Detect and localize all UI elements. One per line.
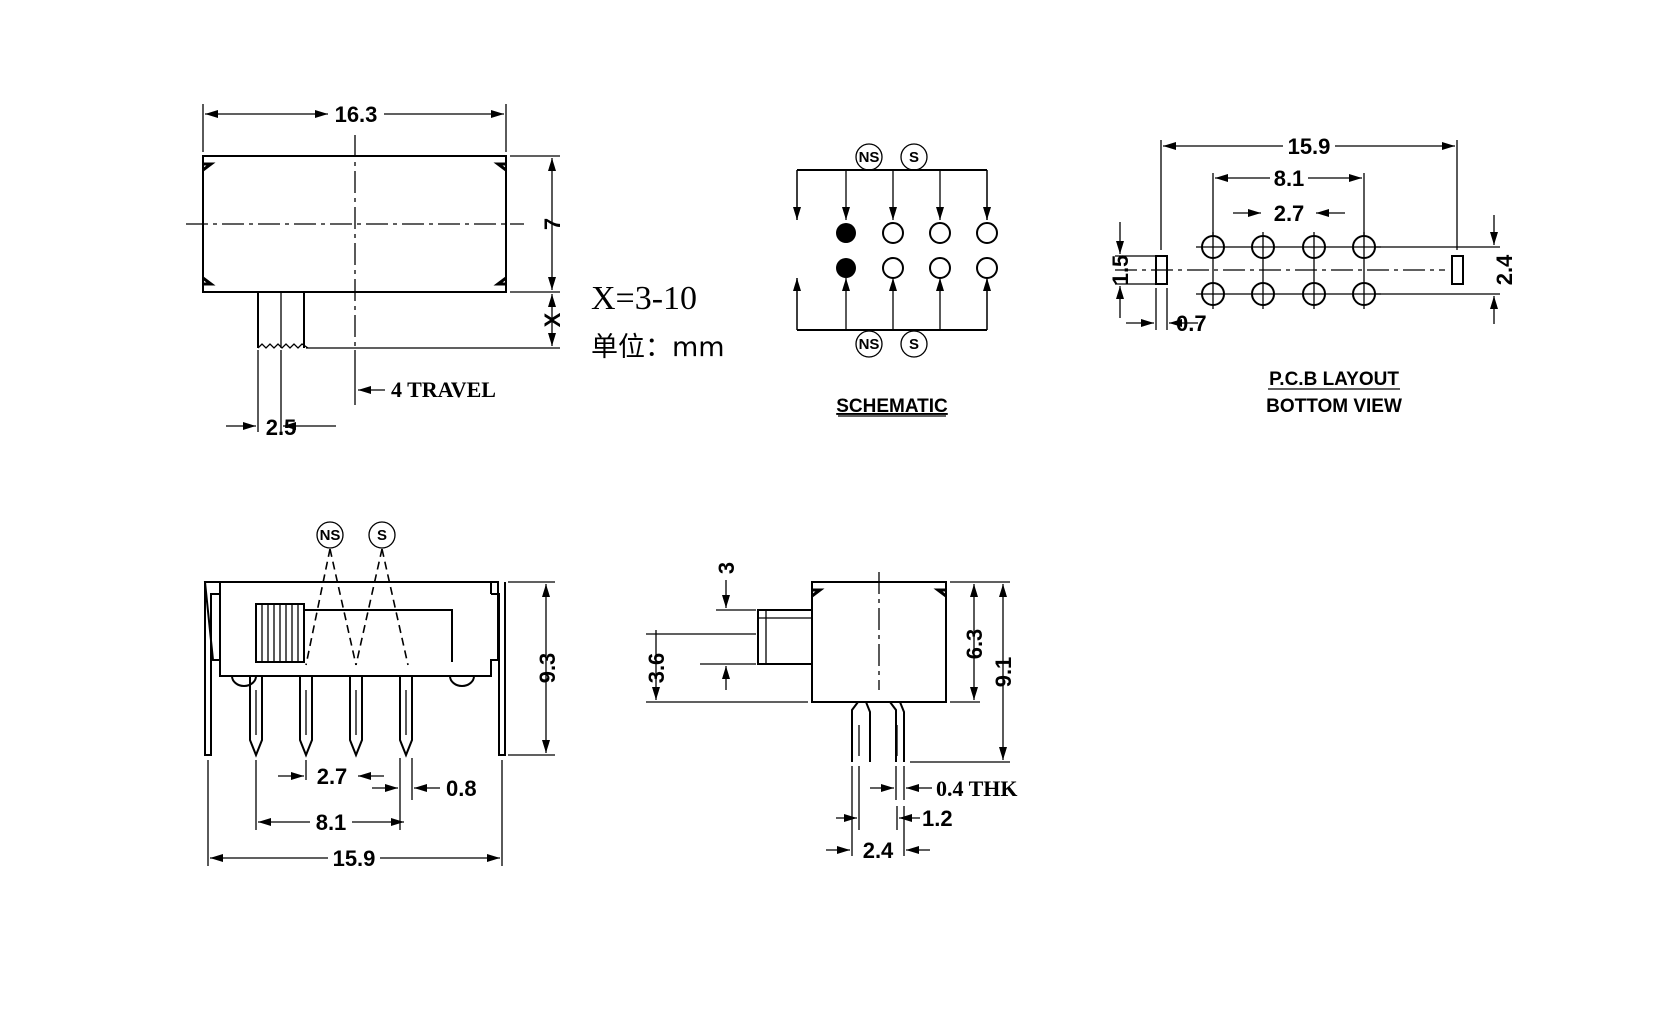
front-height-dimension: 9.3 (535, 653, 560, 684)
front-ns-text: NS (320, 527, 341, 544)
actuator-width-dimension: 2.5 (266, 415, 297, 440)
schematic-contact (976, 257, 998, 279)
side-thickness-dimension: 0.4 THK (936, 776, 1018, 801)
unit-text: 单位：mm (591, 332, 725, 363)
side-view-pin (889, 701, 905, 762)
pcb-bottom-view-subtitle: BOTTOM VIEW (1266, 396, 1402, 417)
front-overall-dimension: 15.9 (333, 846, 376, 871)
schematic-contact (929, 257, 951, 279)
side-view: 3 3.6 6.3 9.1 0.4 THK 1.2 2.4 (644, 562, 1018, 863)
ns-position-text: NS (859, 149, 880, 166)
top-height-dimension: 7 (540, 218, 565, 230)
front-pin (399, 676, 413, 758)
top-x-dimension: X (540, 312, 565, 327)
schematic-contact-active (836, 223, 856, 243)
schematic-contact (929, 222, 951, 244)
front-view-housing (203, 581, 499, 677)
travel-label: 4 TRAVEL (391, 377, 496, 402)
pcb-overall-dimension: 15.9 (1288, 134, 1331, 159)
pcb-mount-dimension: 1.5 (1108, 255, 1133, 286)
x-range-text: X=3-10 (591, 280, 697, 317)
front-s-marker (368, 521, 396, 549)
front-pin (349, 676, 363, 758)
pcb-mount-slot (1451, 255, 1464, 285)
front-s-text: S (377, 527, 387, 544)
schematic-contact (882, 222, 904, 244)
front-view: NS S (203, 521, 560, 871)
front-pin-width-dimension: 0.8 (446, 776, 477, 801)
side-actuator-top-dimension: 3 (714, 562, 739, 574)
ns-position-text-bottom: NS (859, 336, 880, 353)
pcb-layout: 15.9 8.1 2.7 2.4 1.5 0.7 P.C.B LAYOUT BO… (1108, 134, 1517, 417)
schematic-contact (882, 257, 904, 279)
pcb-mount-slot (1155, 255, 1168, 285)
pcb-mount-slot-dimension: 0.7 (1176, 311, 1207, 336)
front-span-dimension: 8.1 (316, 810, 347, 835)
pcb-layout-title: P.C.B LAYOUT (1269, 369, 1399, 390)
s-position-text: S (909, 149, 919, 166)
side-body-dimension: 6.3 (962, 629, 987, 660)
pcb-pitch-dimension: 2.7 (1274, 201, 1305, 226)
side-height-dimension: 9.1 (991, 657, 1016, 688)
front-ns-marker (316, 521, 344, 549)
side-view-pin (851, 701, 871, 762)
schematic-contact (976, 222, 998, 244)
top-view: 16.3 7 X 4 TRAVEL 2.5 (186, 102, 565, 440)
side-row-dimension: 2.4 (863, 838, 894, 863)
side-view-actuator (757, 609, 812, 665)
dimension-note: X=3-10 单位：mm (591, 280, 725, 363)
front-pitch-dimension: 2.7 (317, 764, 348, 789)
pcb-row-dimension: 2.4 (1492, 254, 1517, 285)
front-pin (299, 676, 313, 758)
front-pin (249, 676, 263, 758)
slider-knurl (261, 604, 299, 662)
top-width-dimension: 16.3 (335, 102, 378, 127)
top-view-actuator (257, 292, 305, 348)
s-position-text-bottom: S (909, 336, 919, 353)
schematic-title: SCHEMATIC (836, 396, 948, 417)
schematic-contact-active (836, 258, 856, 278)
side-pin-dimension: 1.2 (922, 806, 953, 831)
side-actuator-dimension: 3.6 (644, 653, 669, 684)
pcb-span-dimension: 8.1 (1274, 166, 1305, 191)
schematic: NS S NS S SCHEMATIC (793, 143, 998, 417)
